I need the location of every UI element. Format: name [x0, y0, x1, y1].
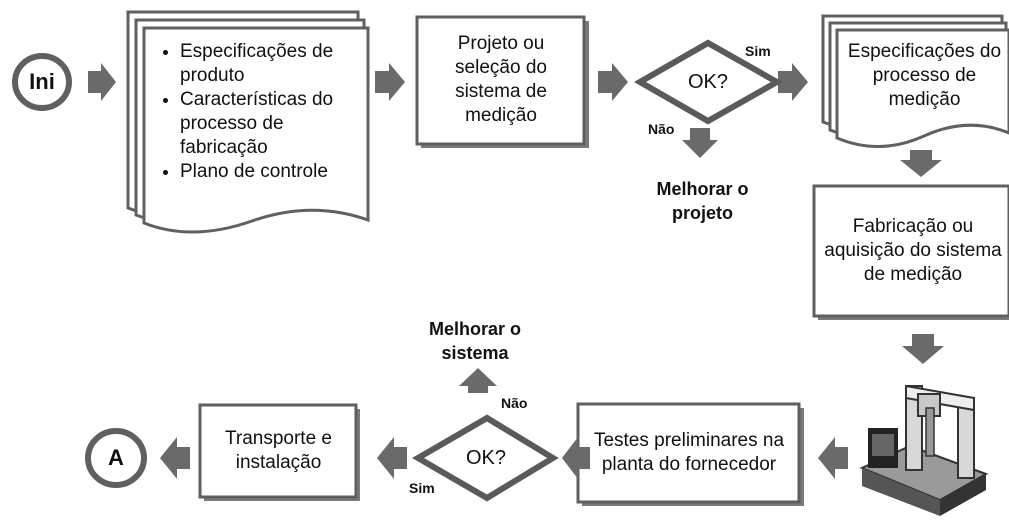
fabrication-box-label: Fabricação ou aquisição do sistema de me…	[824, 216, 1002, 285]
decision-1-label: OK?	[687, 71, 729, 93]
decision-2-no-outcome: Melhorar o sistema	[428, 319, 521, 363]
decision-2-diamond	[412, 414, 559, 502]
arrow-decision2-no-up	[459, 368, 497, 393]
inputs-document-stack	[126, 10, 370, 234]
arrow-decision2-to-install	[377, 437, 407, 479]
arrow-inputs-to-design	[375, 63, 405, 101]
decision-2-label: OK?	[465, 447, 507, 469]
decision-1-diamond	[633, 39, 784, 125]
end-label: A	[108, 445, 124, 470]
arrow-tests-to-decision2	[562, 437, 590, 479]
arrow-start-to-inputs	[88, 63, 116, 101]
design-box-label: Projeto ou seleção do sistema de medição	[455, 33, 547, 126]
decision-1-yes-label: Sim	[745, 43, 771, 59]
design-box	[415, 15, 589, 148]
arrow-install-to-end	[160, 437, 190, 479]
fabrication-box	[812, 184, 1009, 320]
inputs-item-2: Características do processo de fabricaçã…	[180, 88, 375, 160]
decision-1-no-label: Não	[648, 121, 675, 137]
arrow-spec-to-fabrication	[900, 150, 942, 177]
inputs-item-3: Plano de controle	[180, 160, 375, 184]
decision-1-no-outcome: Melhorar o projeto	[656, 179, 749, 223]
tests-box	[576, 402, 804, 506]
tests-box-label: Testes preliminares na planta do fornece…	[593, 430, 785, 475]
arrow-decision1-to-spec	[778, 63, 808, 101]
arrow-fabrication-to-machine	[902, 334, 944, 364]
decision-2-no-label: Não	[501, 395, 528, 411]
arrow-decision1-no-down	[682, 128, 718, 158]
end-terminal	[85, 428, 147, 488]
install-box	[198, 403, 360, 501]
measuring-machine-picture	[859, 384, 989, 516]
decision-2-yes-label: Sim	[409, 480, 435, 496]
arrow-design-to-decision1	[598, 63, 628, 101]
spec-document-label: Especificações do processo de medição	[847, 41, 1002, 110]
inputs-document-list: Especificações de produto Característica…	[158, 40, 375, 184]
start-label: Ini	[29, 69, 55, 94]
start-terminal	[12, 53, 72, 111]
arrow-machine-to-tests	[818, 437, 848, 479]
inputs-item-1: Especificações de produto	[180, 40, 375, 88]
spec-document-stack	[821, 14, 1009, 148]
install-box-label: Transporte e instalação	[224, 428, 332, 473]
